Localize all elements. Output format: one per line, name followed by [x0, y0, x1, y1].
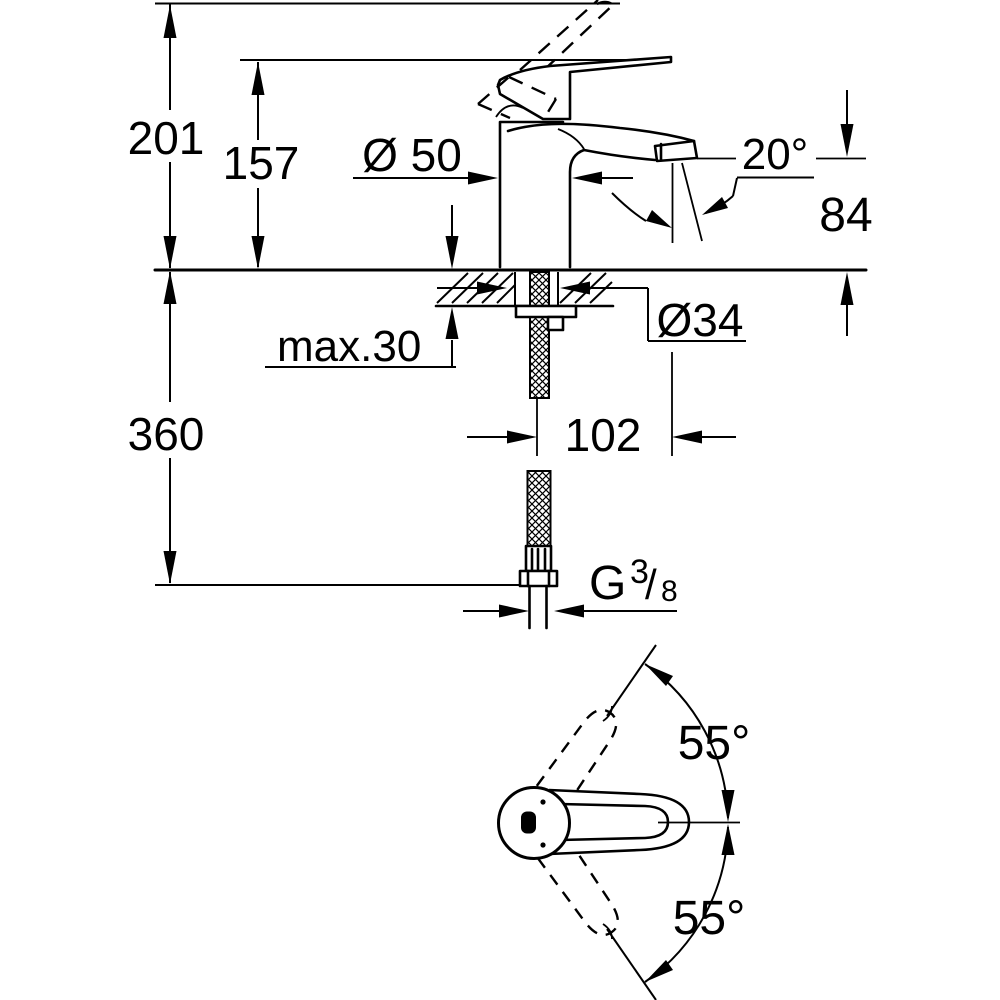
swivel-extension-lower: [606, 928, 657, 1000]
dim-201-label: 201: [128, 112, 205, 164]
faucet-outline: [477, 0, 703, 269]
handle-dot-upper: [540, 799, 546, 805]
dimension-max30: max.30: [265, 205, 459, 371]
hex-nut-facets: [526, 569, 551, 588]
dimension-360: 360: [128, 271, 205, 584]
dimension-55deg-upper: 55°: [644, 663, 751, 822]
mounting-flange: [514, 304, 578, 319]
hex-nut: [518, 569, 559, 588]
shank-sleeve: [514, 272, 559, 305]
thread-tube: [528, 584, 548, 630]
spout: [506, 122, 696, 162]
dimension-g38: G 3 / 8: [463, 553, 678, 618]
side-view: 201 157 360 Ø 50: [128, 0, 873, 630]
dim-102-label: 102: [565, 409, 642, 461]
swivel-extension-upper: [606, 644, 657, 717]
dim-84-label: 84: [819, 189, 872, 242]
dia-34-label: Ø34: [657, 294, 744, 346]
faucet-body: [498, 120, 586, 269]
mounting-hardware: [514, 271, 578, 456]
dimension-84: 84: [697, 90, 873, 336]
top-view: 55° 55°: [497, 644, 751, 1000]
dim-360-label: 360: [128, 408, 205, 460]
supply-hose: [518, 470, 559, 630]
dim-157-label: 157: [223, 137, 300, 189]
hose-connector: [524, 544, 553, 573]
swivel-break-lower: [602, 923, 613, 940]
dia-50-label: Ø 50: [362, 129, 462, 181]
handle-marker-blob: [521, 811, 536, 834]
water-stream: [671, 162, 703, 243]
threaded-shank: [529, 271, 550, 399]
thread-slash-label: /: [645, 561, 657, 608]
braided-hose: [526, 470, 552, 547]
dimension-55deg-lower: 55°: [644, 824, 746, 983]
dimension-dia34: Ø34: [437, 281, 746, 346]
angle-55-lower-label: 55°: [673, 892, 746, 945]
handle-dot-lower: [540, 842, 546, 848]
dimension-dia50: Ø 50: [353, 129, 633, 185]
spout-shadow-line: [557, 128, 585, 150]
dimension-201: 201: [128, 4, 205, 269]
deck-thickness-label: max.30: [277, 322, 421, 371]
aerator: [653, 139, 699, 163]
handle-position-lower-dashed: [537, 837, 619, 937]
angle-55-upper-label: 55°: [678, 717, 751, 770]
raised-handle-dashed: [519, 0, 617, 71]
thread-numerator-label: 3: [630, 553, 649, 591]
swivel-break-upper: [602, 705, 613, 722]
dimension-157: 157: [223, 62, 300, 269]
dimension-20deg: 20°: [611, 130, 814, 228]
thread-denominator-label: 8: [661, 575, 678, 608]
angle-20-label: 20°: [742, 130, 809, 179]
dimension-102: 102: [467, 352, 736, 461]
thread-g-label: G: [589, 557, 626, 610]
cartridge-hidden-lines: [477, 75, 558, 120]
mounting-step: [546, 315, 565, 332]
lever-handle: [496, 55, 673, 121]
extent-lines: [153, 2, 868, 586]
